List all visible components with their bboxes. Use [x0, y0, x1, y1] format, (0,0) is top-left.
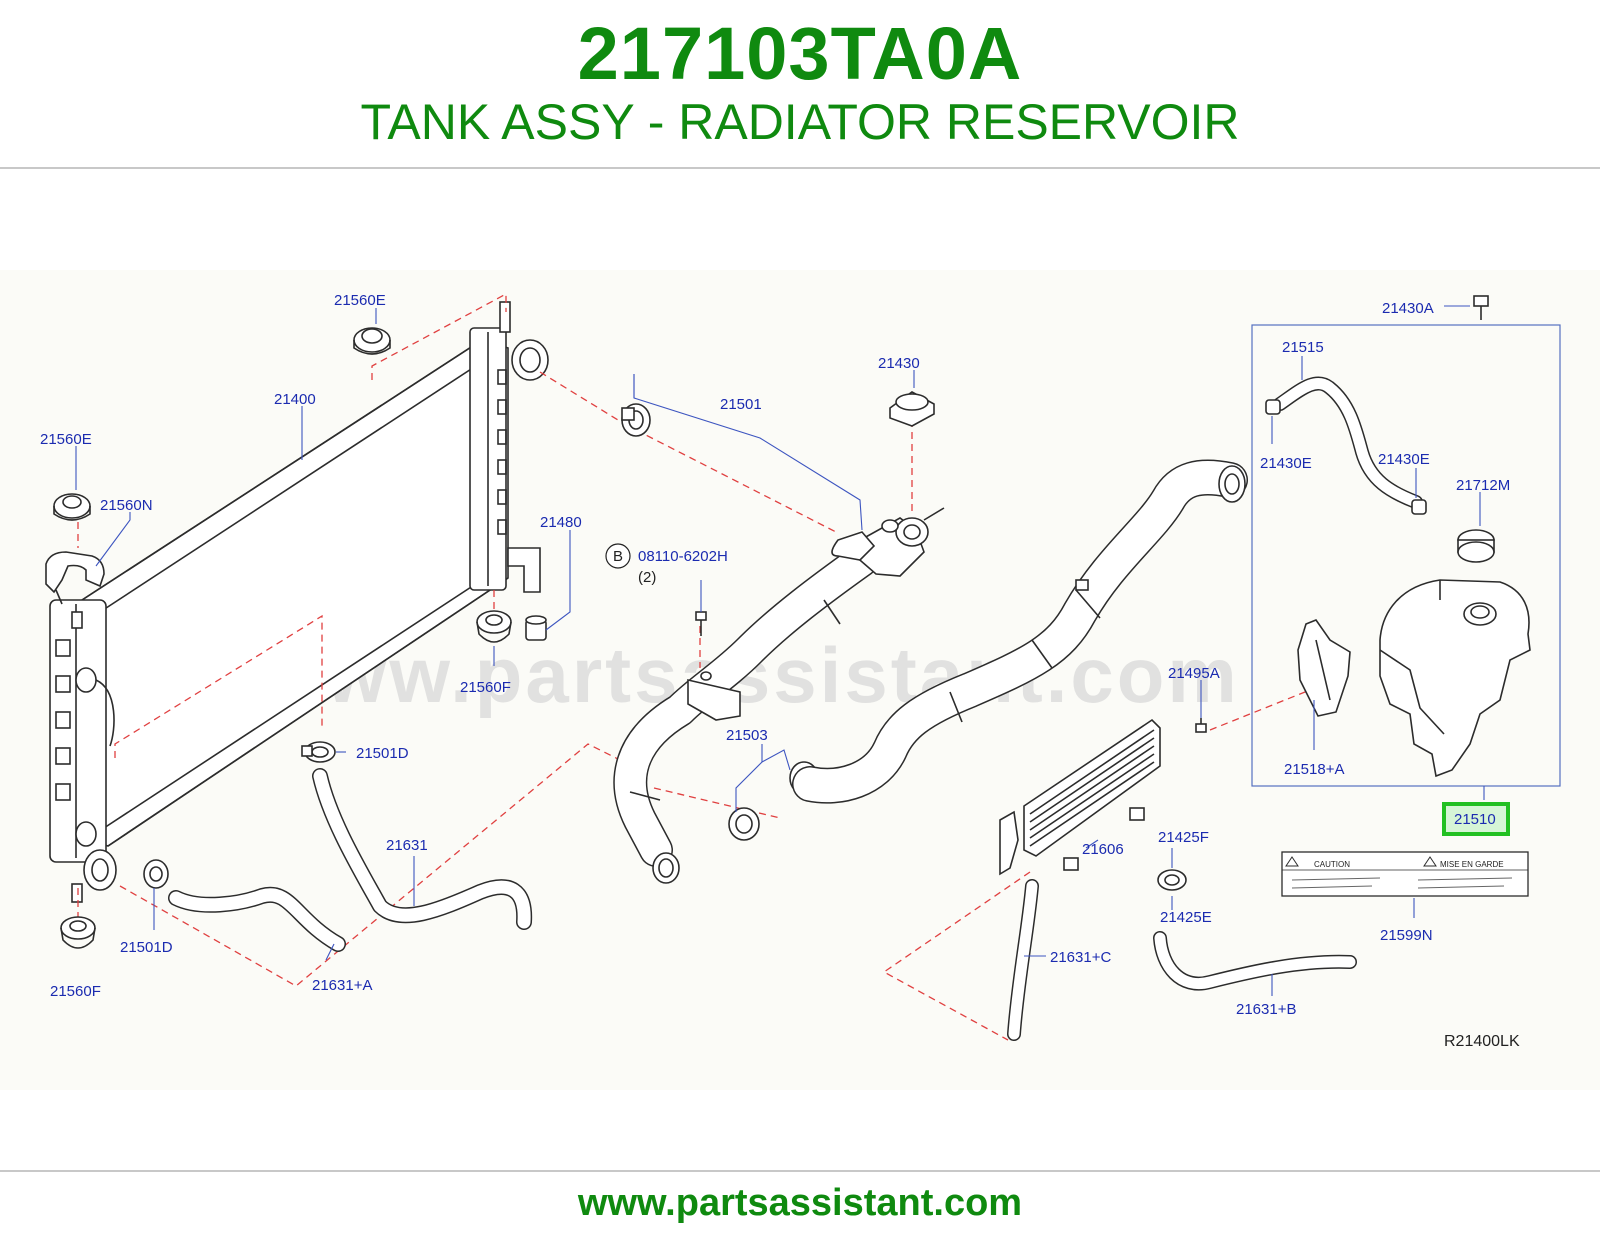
- diagram-svg: www.partsassistant.com: [40, 292, 1561, 1050]
- callout-21430e-right: 21430E: [1378, 451, 1430, 468]
- hose-21631c: [1007, 879, 1039, 1041]
- callout-21501d-low: 21501D: [120, 939, 173, 956]
- footer-divider: [0, 1170, 1600, 1172]
- clamp-21501d-mid: [301, 741, 336, 763]
- radiator-core: [49, 301, 549, 903]
- callout-21631: 21631: [386, 837, 428, 854]
- callout-21631b: 21631+B: [1236, 1001, 1296, 1018]
- callout-21560n: 21560N: [100, 497, 153, 514]
- callout-21515: 21515: [1282, 339, 1324, 356]
- callout-21518a: 21518+A: [1284, 761, 1344, 778]
- callout-21480: 21480: [540, 514, 582, 531]
- grommet-21560f-mid: [476, 610, 512, 643]
- grommet-21560e-top: [353, 327, 391, 355]
- callout-21430e-left: 21430E: [1260, 455, 1312, 472]
- cooler-dash: [882, 871, 1031, 1041]
- callout-21599n: 21599N: [1380, 927, 1433, 944]
- callout-21430a: 21430A: [1382, 300, 1434, 317]
- callout-21425f: 21425F: [1158, 829, 1209, 846]
- hose-21631b: [1153, 931, 1357, 991]
- lower-hose: [792, 459, 1248, 804]
- hose-21631: [312, 768, 533, 930]
- mount-21480: [525, 615, 547, 641]
- reservoir-cap-21712m: [1457, 529, 1495, 563]
- bolt-21495a: [1195, 718, 1207, 733]
- callout-21560f-mid: 21560F: [460, 679, 511, 696]
- bracket-21560n: [45, 551, 105, 605]
- grommet-21560e-left: [53, 493, 91, 521]
- hose-clamp-21503-a: [728, 807, 760, 841]
- radiator-dashed-lines: [77, 292, 913, 987]
- part-name-subtitle: TANK ASSY - RADIATOR RESERVOIR: [360, 94, 1240, 150]
- highlight-box-21510[interactable]: [1442, 802, 1510, 836]
- reservoir-group-box: [1251, 324, 1561, 787]
- caution-label-right: MISE EN GARDE: [1440, 860, 1504, 869]
- callout-21560e-top: 21560E: [334, 292, 386, 309]
- clip-21430e-left: [1265, 399, 1281, 415]
- callout-08110-6202h: 08110-6202H: [638, 548, 728, 565]
- right-tank-ribs: [497, 369, 507, 535]
- leader-lines: [75, 305, 1485, 996]
- callout-21400: 21400: [274, 391, 316, 408]
- callout-21606: 21606: [1082, 841, 1124, 858]
- header-divider: [0, 167, 1600, 169]
- footer-url[interactable]: www.partsassistant.com: [577, 1182, 1023, 1224]
- bolt-dash: [1209, 689, 1311, 731]
- callout-08110-qty: (2): [638, 569, 656, 586]
- callout-21560f-low: 21560F: [50, 983, 101, 1000]
- hose-21515: [1273, 376, 1423, 509]
- callout-21503: 21503: [726, 727, 768, 744]
- callout-21495a: 21495A: [1168, 665, 1220, 682]
- callout-21430: 21430: [878, 355, 920, 372]
- callout-21631c: 21631+C: [1050, 949, 1111, 966]
- page-header: 217103TA0A TANK ASSY - RADIATOR RESERVOI…: [0, 0, 1600, 168]
- part-number-title: 217103TA0A: [577, 12, 1023, 95]
- callout-21631a: 21631+A: [312, 977, 372, 994]
- bolt-marker-circle: [605, 543, 631, 569]
- left-tank-ribs: [55, 639, 71, 801]
- callout-21425e: 21425E: [1160, 909, 1212, 926]
- clamp-21425f: [1157, 869, 1187, 891]
- diagram-code: R21400LK: [1444, 1033, 1520, 1050]
- bolt-21430a: [1473, 295, 1489, 320]
- hose-clamp-21501: [621, 403, 651, 437]
- hose-21631a: [168, 886, 346, 952]
- parts-diagram: www.partsassistant.com: [0, 270, 1600, 1090]
- callout-21501: 21501: [720, 396, 762, 413]
- caution-label-left: CAUTION: [1314, 860, 1350, 869]
- callout-21510[interactable]: 21510: [1454, 811, 1496, 828]
- bolt-08110: [687, 611, 741, 721]
- bracket-21518a: [1297, 619, 1351, 717]
- callout-21712m: 21712M: [1456, 477, 1510, 494]
- caution-label-21599n: CAUTION MISE EN GARDE: [1281, 851, 1529, 897]
- oil-cooler-21606: [999, 718, 1161, 876]
- callout-21501d-mid: 21501D: [356, 745, 409, 762]
- bolt-marker-letter: B: [613, 548, 623, 565]
- clamp-21501d-low: [143, 859, 169, 889]
- clip-21430e-right: [1411, 499, 1427, 515]
- radiator-cap-21430: [889, 391, 935, 427]
- grommet-21560f-low: [60, 916, 96, 949]
- reservoir-tank-21510: [1379, 579, 1531, 778]
- callout-21560e-left: 21560E: [40, 431, 92, 448]
